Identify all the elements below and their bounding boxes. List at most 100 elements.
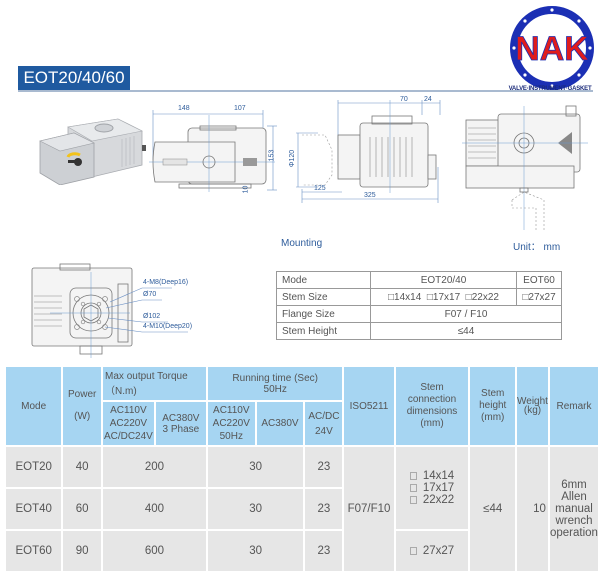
spec-summary-table: Mode EOT20/40 EOT60 Stem Size □14x14 □17… [276,271,562,340]
callout-dia-70: Ø70 [143,291,157,298]
cell-mode: EOT20 [6,447,62,487]
spec-label: Mode [276,271,371,289]
dim-base-10: 10 [242,185,250,194]
dim-phi-120: Φ120 [289,149,297,168]
header-weight: Weight (kg) [517,367,548,445]
main-spec-table: Mode Power (W) Max output Torque（N.m) Ru… [4,365,600,573]
header-weight-unit: (kg) [523,405,542,416]
header-running-ac380: AC380V [256,402,304,445]
cell-running: 30 [207,489,304,529]
header-line: AC110V [110,405,147,416]
page-title: EOT20/40/60 [18,66,130,90]
remark-line: operation [549,527,598,539]
header-iso5211: ISO5211 [344,367,394,445]
dim-24: 24 [424,96,432,103]
front-view-drawing: 148 107 153 10 [145,100,280,200]
header-stem-height-line: height [479,400,507,411]
cell-dc: 23 [305,447,343,487]
dim-70: 70 [400,96,408,103]
cell-mode: EOT60 [6,531,62,571]
header-torque: Max output Torque（N.m) [103,367,206,400]
dim-height-153: 153 [268,149,276,162]
header-weight-label: Weight [517,396,548,407]
spec-cell: EOT60 [516,271,562,289]
title-divider [18,90,593,92]
header-stem-connection: Stem connection dimensions (mm) [395,367,469,445]
header-running-ac: AC110V AC220V 50Hz [207,402,255,445]
header-line: AC220V [109,418,148,429]
spec-label: Stem Height [276,322,371,340]
header-running-label: Running time (Sec) [232,372,318,384]
square-icon [409,496,417,504]
cell-torque: 600 [103,531,206,571]
cell-stem-size-large: 27x27 [395,531,469,571]
cell-stem-sizes-small: 14x14 17x17 22x22 [395,447,469,529]
cell-power: 90 [63,531,102,571]
spec-row-flange-size: Flange Size F07 / F10 [276,305,562,323]
callout-dia-102: Ø102 [143,313,161,320]
dim-125: 125 [314,185,326,192]
header-stem-conn-line: Stem [420,382,444,393]
header-stem-height-line: (mm) [481,412,505,423]
remark-line: manual [555,503,593,515]
header-line: AC/DC [308,410,340,422]
table-row: EOT40 60 400 30 23 [6,489,598,529]
logo-tagline: VALVE·INSTRUMENT·GASKET [508,86,592,92]
dim-width-148: 148 [178,105,190,112]
stem-size-value: 14x14 [422,470,455,482]
remark-line: Allen [561,491,587,503]
header-line: AC110V [213,405,250,416]
cell-mode: EOT40 [6,489,62,529]
header-torque-ac: AC110V AC220V AC/DC24V [103,402,154,445]
square-icon [409,472,417,480]
spec-row-stem-size: Stem Size □14x14 □17x17 □22x22 □27x27 [276,288,562,306]
stem-size-value: 17x17 [422,482,455,494]
stem-size-value: 27x27 [422,545,455,557]
header-line: 50Hz [219,431,243,442]
header-line: AC380V [162,412,200,424]
header-stem-height: Stem height (mm) [470,367,515,445]
header-power-unit: (W) [74,411,91,422]
header-running-dc: AC/DC 24V [305,402,343,445]
flange-view-drawing: 4-M8(Deep16) Ø70 Ø102 4-M10(Deep20) [30,262,210,362]
logo-brand-text: NAK [515,30,589,68]
spec-cell: □14x14 □17x17 □22x22 [370,288,517,306]
nak-logo: NAK [506,4,598,98]
cell-stem-height: ≤44 [470,447,515,571]
side-view-drawing: 70 24 Φ120 125 325 [289,95,450,210]
product-photo [30,105,150,186]
stem-size-item: 22x22 [409,494,455,506]
remark-line: 6mm [561,479,587,491]
spec-row-stem-height: Stem Height ≤44 [276,322,562,340]
header-line: 3 Phase [162,423,200,435]
cell-remark: 6mm Allen manual wrench operation [549,447,598,571]
stem-size-value: 22x22 [422,494,455,506]
remark-line: wrench [555,515,593,527]
spec-cell: F07 / F10 [370,305,562,323]
top-view-drawing [462,100,592,240]
stem-size-item: 14x14 [409,470,455,482]
cell-dc: 23 [305,489,343,529]
spec-row-mode: Mode EOT20/40 EOT60 [276,271,562,289]
cell-running: 30 [207,447,304,487]
table-row: EOT20 40 200 30 23 F07/F10 14x14 17x17 2… [6,447,598,571]
square-icon [409,547,417,555]
callout-4-m8-deep16: 4-M8(Deep16) [143,279,189,286]
header-remark: Remark [549,367,598,445]
cell-running: 30 [207,531,304,571]
cell-iso5211: F07/F10 [344,447,394,571]
header-mode: Mode [6,367,62,445]
header-running-hz: 50Hz [263,383,287,395]
header-line: AC/DC24V [103,431,153,442]
header-stem-conn-line: connection [407,394,457,405]
unit-label: Unit： mm [513,242,561,253]
spec-label: Stem Size [276,288,371,306]
cell-torque: 400 [103,489,206,529]
header-line: AC220V [212,418,250,429]
spec-cell: ≤44 [370,322,562,340]
cell-power: 60 [63,489,102,529]
cell-power: 40 [63,447,102,487]
cell-dc: 23 [305,531,343,571]
header-power-label: Power [68,389,97,400]
stem-size-item: 17x17 [409,482,455,494]
